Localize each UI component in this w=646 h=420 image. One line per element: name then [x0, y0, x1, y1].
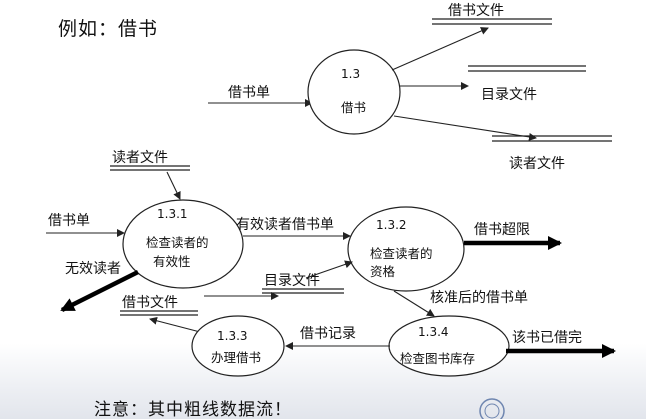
process-1-3-2-name-line2: 资格 [370, 264, 396, 279]
detail-store-borrow-file: 借书文件 [120, 295, 198, 316]
store-borrow-file-label: 借书文件 [448, 3, 504, 19]
flow-arrow-1-3-2-to-1-3-4 [393, 290, 435, 317]
process-1-3-1-circle [122, 199, 244, 289]
store-reader-file-label: 读者文件 [509, 155, 565, 172]
process-1-3-3-id: 1.3.3 [217, 329, 248, 343]
flow-label-input-detail: 借书单 [48, 213, 90, 229]
store-reader-file: 读者文件 [492, 135, 612, 172]
process-1-3-1-name-line2: 有效性 [153, 254, 191, 269]
process-1-3-4-id: 1.3.4 [418, 325, 449, 339]
flow-arrow-to-reader-file [393, 115, 537, 141]
slide-note: 注意：其中粗线数据流！ [94, 400, 292, 420]
flow-label-invalid-reader: 无效读者 [65, 260, 121, 277]
flow-label-input: 借书单 [228, 85, 270, 101]
process-1-3-3-name: 办理借书 [211, 350, 261, 365]
store-catalog-file-label: 目录文件 [481, 87, 537, 103]
detail-store-catalog-file: 目录文件 [262, 273, 344, 294]
detail-diagram: 读者文件 借书单 1.3.1 检查读者的 有效性 有效读者借书单 无效读者 1.… [46, 149, 616, 377]
process-1-3-1-name-line1: 检查读者的 [146, 235, 209, 250]
flow-label-borrow-record: 借书记录 [300, 326, 356, 342]
detail-store-reader-file: 读者文件 [110, 149, 190, 171]
flow-arrow-1-3-3-to-borrow-file [149, 316, 205, 334]
flow-arrow-invalid-reader [60, 269, 140, 313]
store-borrow-file: 借书文件 [432, 3, 552, 25]
store-catalog-file: 目录文件 [468, 65, 586, 103]
process-1-3-name: 借书 [341, 100, 366, 115]
process-1-3-3-circle [191, 315, 285, 377]
flow-arrow-to-borrow-file [391, 27, 489, 71]
detail-store-reader-file-label: 读者文件 [112, 149, 168, 166]
flow-arrow-reader-file-to-1-3-1 [166, 171, 181, 200]
flow-label-approved-slip: 核准后的借书单 [430, 290, 528, 306]
flow-arrow-catalog-to-1-3-2 [305, 260, 353, 279]
process-1-3-4-circle [388, 315, 510, 377]
process-1-3-circle [307, 49, 401, 135]
process-1-3-2-name-line1: 检查读者的 [370, 246, 433, 261]
detail-store-catalog-file-label: 目录文件 [264, 273, 320, 289]
process-1-3-id: 1.3 [341, 67, 360, 81]
process-1-3-2-id: 1.3.2 [376, 218, 407, 232]
detail-store-borrow-file-label: 借书文件 [122, 295, 178, 311]
top-diagram: 借书单 1.3 借书 借书文件 目录文件 [208, 3, 612, 172]
process-1-3-1-id: 1.3.1 [157, 207, 188, 221]
flow-label-book-out: 该书已借完 [512, 330, 582, 346]
process-1-3-4-name: 检查图书库存 [400, 351, 475, 366]
university-seal-icon [479, 398, 505, 419]
flow-label-valid-reader-slip: 有效读者借书单 [236, 216, 334, 233]
slide-title: 例如：借书 [58, 18, 159, 40]
flow-label-over-limit: 借书超限 [474, 222, 530, 238]
process-1-3-2-circle [347, 206, 465, 292]
